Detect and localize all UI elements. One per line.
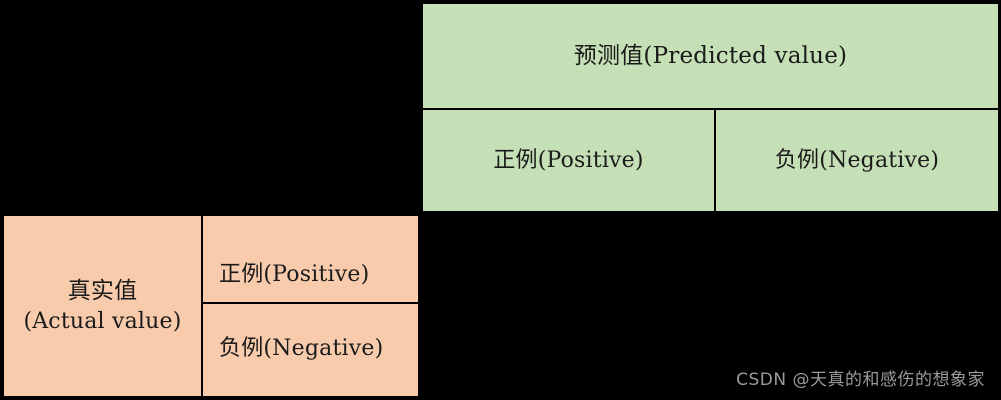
- predicted-positive-label: 正例(Positive): [493, 147, 644, 173]
- actual-value-header-label-line1: 真实值: [67, 277, 138, 304]
- csdn-watermark: CSDN @天真的和感伤的想象家: [736, 370, 985, 390]
- predicted-positive-cell: 正例(Positive): [421, 108, 716, 213]
- actual-value-header-label-line2: (Actual value): [23, 308, 182, 334]
- predicted-negative-cell: 负例(Negative): [714, 108, 1000, 213]
- predicted-value-header-cell: 预测值(Predicted value): [421, 2, 1000, 110]
- actual-negative-label: 负例(Negative): [219, 336, 384, 362]
- actual-positive-cell: 正例(Positive): [201, 214, 420, 304]
- predicted-value-header-label: 预测值(Predicted value): [573, 42, 848, 69]
- actual-positive-label: 正例(Positive): [219, 261, 370, 287]
- predicted-negative-label: 负例(Negative): [774, 147, 940, 173]
- actual-negative-cell: 负例(Negative): [201, 302, 420, 398]
- actual-value-header-cell: 真实值 (Actual value): [2, 214, 203, 398]
